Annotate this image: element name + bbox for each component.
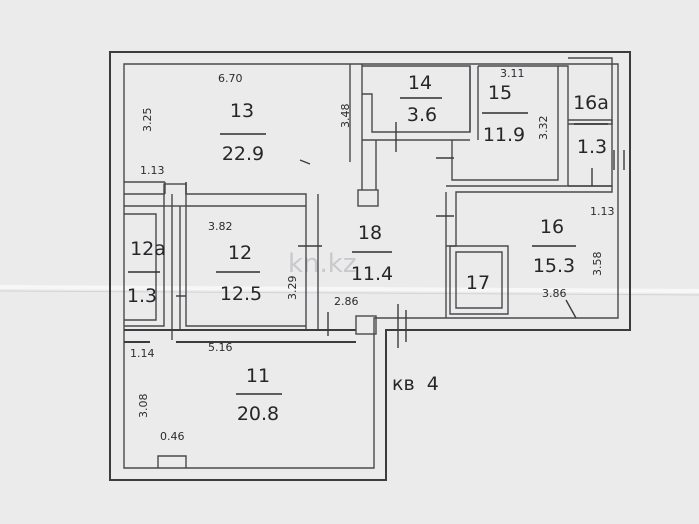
room-13-area: 22.9 — [222, 143, 264, 165]
dim-2-86: 2.86 — [334, 295, 359, 308]
watermark-text: kn.kz — [288, 249, 357, 279]
room-11-area: 20.8 — [237, 403, 279, 425]
room-17: 17 — [466, 272, 490, 294]
room-16a-number: 16а — [573, 92, 609, 114]
room-12-area: 12.5 — [220, 283, 262, 305]
dim-3-58: 3.58 — [591, 252, 604, 277]
dim-6-70: 6.70 — [218, 72, 243, 85]
dim-3-08: 3.08 — [137, 394, 150, 419]
dimensions: 6.70 3.25 1.13 3.48 3.11 3.32 3.82 3.29 … — [130, 67, 615, 443]
fold-line — [0, 285, 699, 293]
dim-1-13-a: 1.13 — [140, 164, 165, 177]
room-13: 13 22.9 — [220, 100, 266, 165]
room-17-number: 17 — [466, 272, 490, 294]
fold-shadow — [0, 290, 699, 296]
room-11-number: 11 — [246, 365, 270, 387]
room-15: 15 11.9 — [482, 82, 528, 146]
dim-3-29: 3.29 — [286, 276, 299, 301]
room-12a-area: 1.3 — [127, 285, 157, 307]
dim-1-14: 1.14 — [130, 347, 155, 360]
room-14-area: 3.6 — [407, 104, 437, 126]
dim-0-46: 0.46 — [160, 430, 185, 443]
room-16a: 16а 1.3 — [573, 92, 609, 158]
room-15-area: 11.9 — [483, 124, 525, 146]
room-14-number: 14 — [408, 72, 432, 94]
room-18-number: 18 — [358, 222, 382, 244]
dim-3-82: 3.82 — [208, 220, 233, 233]
walls — [109, 51, 631, 481]
dim-5-16: 5.16 — [208, 341, 233, 354]
dim-1-13-b: 1.13 — [590, 205, 615, 218]
room-14: 14 3.6 — [400, 72, 442, 126]
room-11: 11 20.8 — [236, 365, 282, 425]
room-18-area: 11.4 — [351, 263, 393, 285]
room-12: 12 12.5 — [216, 242, 262, 305]
room-16-area: 15.3 — [533, 255, 575, 277]
room-12-number: 12 — [228, 242, 252, 264]
room-16a-area: 1.3 — [577, 136, 607, 158]
room-12a: 12а 1.3 — [127, 238, 166, 307]
room-12a-number: 12а — [130, 238, 166, 260]
room-13-number: 13 — [230, 100, 254, 122]
room-18: 18 11.4 — [351, 222, 393, 285]
dim-3-86: 3.86 — [542, 287, 567, 300]
apartment-label: кв 4 — [392, 373, 439, 395]
dim-3-11: 3.11 — [500, 67, 525, 80]
room-16: 16 15.3 — [532, 216, 576, 277]
dim-3-25: 3.25 — [141, 108, 154, 133]
room-15-number: 15 — [488, 82, 512, 104]
dim-3-48: 3.48 — [339, 104, 352, 129]
room-16-number: 16 — [540, 216, 564, 238]
door-marks — [176, 122, 625, 348]
dim-3-32: 3.32 — [537, 116, 550, 141]
